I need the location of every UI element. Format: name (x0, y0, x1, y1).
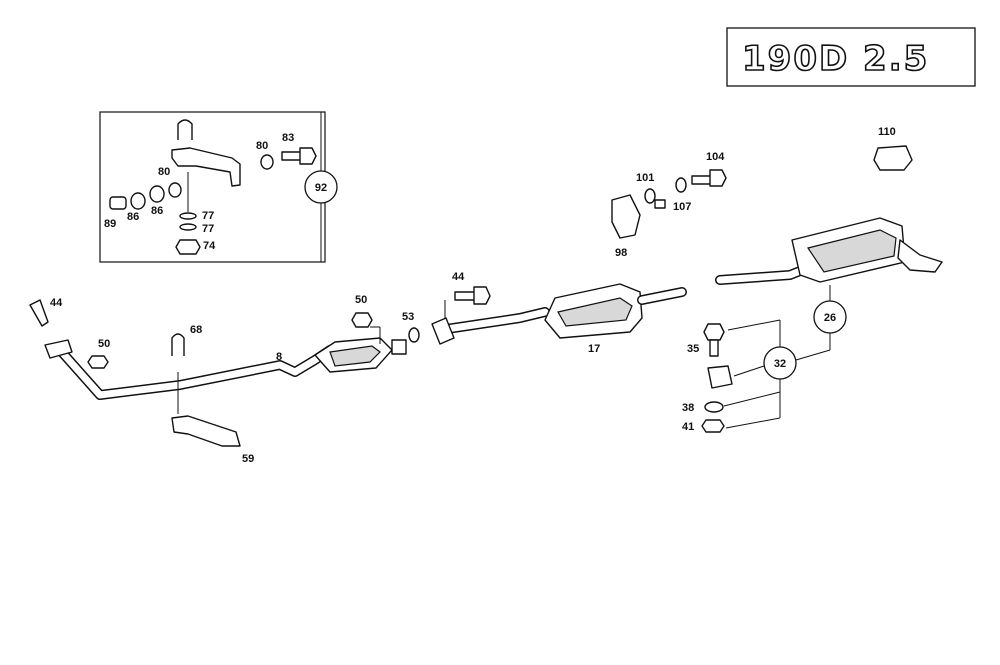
label-86b: 86 (151, 205, 163, 217)
gasket-53-part (408, 327, 420, 343)
callout-26: 26 (824, 312, 836, 324)
mounting-kit-inset: 92 (99, 111, 338, 263)
washer-104-part (675, 177, 687, 193)
label-80b: 80 (256, 140, 268, 152)
label-104: 104 (706, 151, 725, 163)
label-110: 110 (878, 126, 896, 138)
label-41: 41 (682, 421, 694, 433)
spacer-101-part (644, 188, 656, 204)
label-44b: 44 (452, 271, 465, 283)
nut-41-part (701, 419, 725, 433)
stud-44-part (29, 299, 49, 327)
label-53: 53 (402, 311, 414, 323)
pin-107-part (654, 199, 666, 209)
label-44a: 44 (50, 297, 63, 309)
label-38: 38 (682, 402, 694, 414)
nut-50-part (87, 355, 109, 369)
label-17: 17 (588, 343, 600, 355)
front-pipe-part (55, 345, 335, 400)
label-80a: 80 (158, 166, 170, 178)
bolt-35-head-part (703, 323, 725, 341)
label-89: 89 (104, 218, 116, 230)
inset-washer-80 (168, 182, 182, 198)
label-83: 83 (282, 132, 294, 144)
inset-nut-74 (175, 239, 201, 255)
label-59: 59 (242, 453, 254, 465)
model-badge: 190D 2.5 (726, 27, 976, 87)
bolt-44b-part (454, 286, 491, 305)
manifold-flange-part (44, 339, 73, 359)
label-98: 98 (615, 247, 627, 259)
label-50a: 50 (98, 338, 110, 350)
hanger-98-part (611, 194, 641, 239)
center-silencer-17-part (544, 283, 687, 339)
label-101: 101 (636, 172, 654, 184)
label-74: 74 (203, 240, 216, 252)
callout-32: 32 (774, 358, 786, 370)
model-badge-text: 190D 2.5 (742, 39, 929, 79)
washer-38-part (704, 401, 724, 413)
callout-92: 92 (315, 182, 327, 194)
label-86a: 86 (127, 211, 139, 223)
label-107: 107 (673, 201, 691, 213)
label-77a: 77 (202, 210, 214, 222)
clamp-32-part (707, 365, 733, 389)
nut-50b-part (351, 312, 373, 328)
inset-washer-86a (130, 192, 146, 210)
rubber-mount-110-part (873, 145, 913, 171)
inset-bracket-part (171, 147, 241, 187)
flange-clamp-part (431, 317, 455, 345)
label-8: 8 (276, 351, 282, 363)
inset-nut-89 (109, 196, 127, 210)
inset-washer-part (260, 154, 274, 170)
label-50b: 50 (355, 294, 367, 306)
rear-muffler-part (715, 217, 943, 285)
bolt-35-shank-part (709, 339, 719, 357)
bracket-59-part (171, 415, 241, 447)
inset-u-bolt-part (177, 119, 193, 140)
u-bolt-68-part (171, 333, 185, 356)
inset-washer-86b (149, 185, 165, 203)
inset-washer-77b (179, 223, 197, 231)
label-68: 68 (190, 324, 202, 336)
catalytic-converter-part (314, 337, 407, 373)
label-77b: 77 (202, 223, 214, 235)
inset-washer-77a (179, 212, 197, 220)
label-35: 35 (687, 343, 699, 355)
inset-bolt-part (281, 147, 317, 165)
bolt-104-part (691, 169, 727, 187)
